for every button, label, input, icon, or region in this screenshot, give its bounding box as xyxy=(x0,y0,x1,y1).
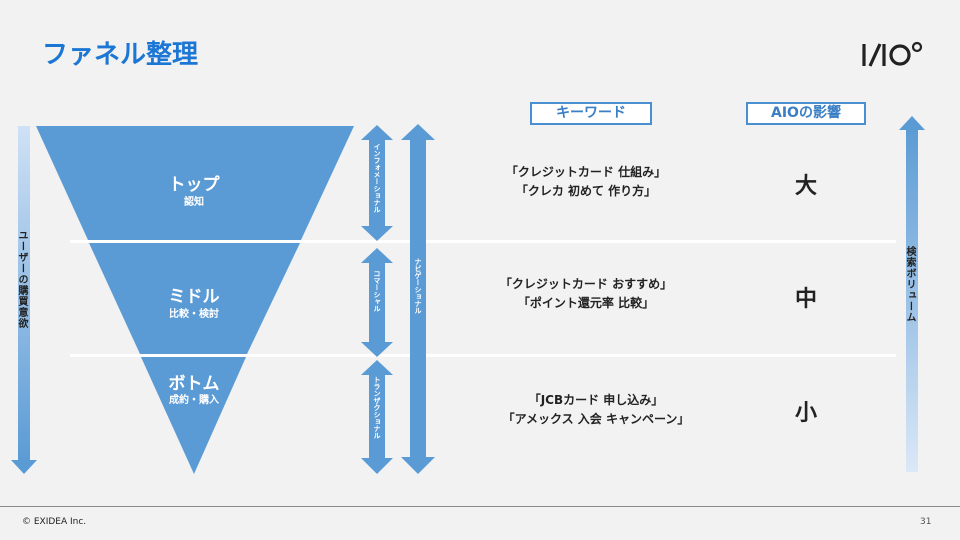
keyword: 「クレカ 初めて 作り方」 xyxy=(515,184,657,198)
keyword-header: キーワード xyxy=(530,102,652,125)
aio-logo xyxy=(862,41,923,67)
footer-divider xyxy=(0,506,960,507)
keyword: 「アメックス 入会 キャンペーン」 xyxy=(502,412,690,426)
stage-top-sub: 認知 xyxy=(184,197,204,208)
impact-bottom: 小 xyxy=(794,401,817,426)
navigational-label: ナビゲーショナル xyxy=(414,258,422,314)
stage-top-title: トップ xyxy=(168,175,220,195)
commercial-arrow xyxy=(361,248,393,357)
keywords-bottom: 「JCBカード 申し込み」 「アメックス 入会 キャンペーン」 xyxy=(436,391,756,429)
left-down-arrow xyxy=(11,126,37,474)
stage-divider-1 xyxy=(70,240,896,243)
stage-middle-title: ミドル xyxy=(168,287,220,307)
impact-header: AIOの影響 xyxy=(746,102,866,125)
page-title: ファネル整理 xyxy=(42,40,199,70)
funnel-top-segment xyxy=(36,126,354,240)
informational-label: インフォメーショナル xyxy=(373,143,381,213)
stage-bottom-sub: 成約・購入 xyxy=(169,395,219,406)
stage-divider-2 xyxy=(70,354,896,357)
keyword: 「クレジットカード 仕組み」 xyxy=(505,165,667,179)
keyword: 「ポイント還元率 比較」 xyxy=(517,296,655,310)
commercial-label: コマーシャル xyxy=(373,270,381,312)
stage-middle-sub: 比較・検討 xyxy=(169,309,219,320)
right-up-arrow xyxy=(899,116,925,472)
left-axis-label: ユーザーの購買意欲 xyxy=(16,230,27,329)
right-axis-label: 検索ボリューム xyxy=(904,246,915,323)
keywords-top: 「クレジットカード 仕組み」 「クレカ 初めて 作り方」 xyxy=(426,163,746,201)
transactional-arrow xyxy=(361,360,393,474)
copyright: © EXIDEA Inc. xyxy=(22,517,87,527)
keywords-middle: 「クレジットカード おすすめ」 「ポイント還元率 比較」 xyxy=(426,275,746,313)
stage-bottom-title: ボトム xyxy=(168,374,220,394)
transactional-label: トランザクショナル xyxy=(373,376,381,439)
funnel-bottom-segment xyxy=(141,357,246,474)
keyword: 「JCBカード 申し込み」 xyxy=(528,393,664,407)
keyword: 「クレジットカード おすすめ」 xyxy=(499,277,673,291)
funnel-middle-segment xyxy=(89,243,300,354)
informational-arrow xyxy=(361,125,393,241)
navigational-arrow xyxy=(401,124,435,474)
impact-top: 大 xyxy=(794,174,817,199)
page-number: 31 xyxy=(920,517,932,527)
impact-middle: 中 xyxy=(794,287,817,312)
